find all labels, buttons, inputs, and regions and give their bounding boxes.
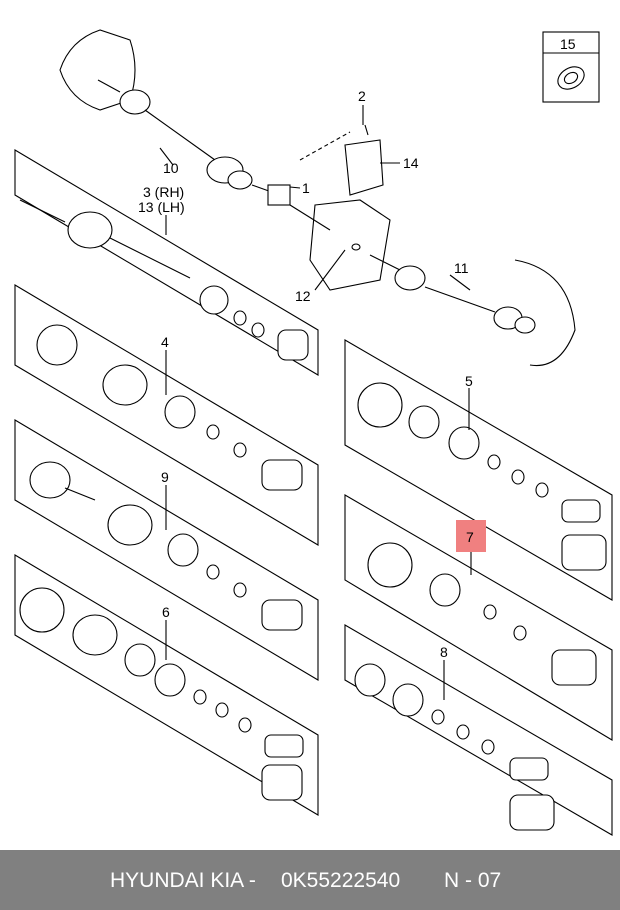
- callout-10: 10: [163, 160, 179, 176]
- callout-2: 2: [358, 88, 366, 104]
- panel-8: [344, 624, 613, 836]
- callout-6: 6: [162, 604, 170, 620]
- callout-3-rh: 3 (RH): [143, 184, 184, 200]
- callout-15: 15: [560, 36, 576, 52]
- callout-4: 4: [161, 334, 169, 350]
- panel-4: [14, 284, 319, 546]
- footer-brand: HYUNDAI KIA -: [110, 869, 256, 892]
- footer-bar: HYUNDAI KIA - 0K55222540 N - 07: [0, 850, 620, 910]
- part-15-inset: [542, 31, 600, 103]
- callout-9: 9: [161, 469, 169, 485]
- callout-1: 1: [302, 180, 310, 196]
- callout-13-lh: 13 (LH): [138, 199, 185, 215]
- callout-7: 7: [466, 529, 474, 545]
- panel-5: [344, 339, 613, 601]
- panel-9: [14, 419, 319, 681]
- callout-5: 5: [465, 373, 473, 389]
- footer-part-number: 0K55222540: [281, 869, 401, 892]
- callout-8: 8: [440, 644, 448, 660]
- footer-page-ref: N - 07: [444, 869, 502, 892]
- panel-3-13: [14, 149, 319, 376]
- callout-12: 12: [295, 288, 311, 304]
- leader-lines: [159, 105, 472, 700]
- top-assembly-drawing: [59, 29, 576, 367]
- callout-11: 11: [454, 260, 469, 276]
- panel-7: [344, 494, 613, 741]
- panel-6: [14, 554, 319, 816]
- exploded-parts-diagram: 1 2 3 (RH) 13 (LH) 4 5 6 7 8 9 10 11 12 …: [14, 29, 613, 836]
- callout-14: 14: [403, 155, 419, 171]
